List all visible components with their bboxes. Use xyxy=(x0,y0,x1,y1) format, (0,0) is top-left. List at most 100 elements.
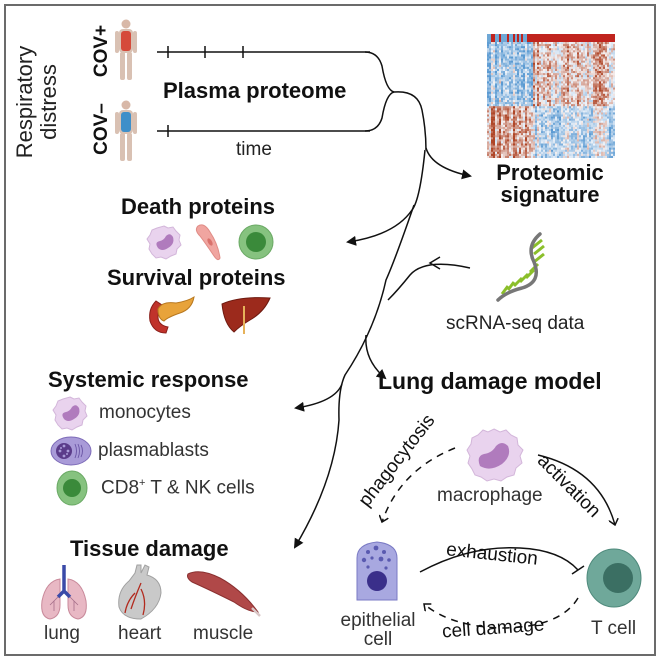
heatmap-annotation-cell xyxy=(573,34,576,42)
heatmap-annotation-cell xyxy=(523,34,526,42)
arrow-to-lung-model xyxy=(365,334,387,380)
proteomic-heatmap xyxy=(487,34,616,159)
heatmap-annotation-cell xyxy=(493,34,496,42)
pancreas-icon xyxy=(149,295,195,334)
cov-negative-label: COV– xyxy=(91,103,112,155)
heatmap-annotation-cell xyxy=(549,34,552,42)
rna-strand-icon xyxy=(496,232,545,302)
macrophage-icon xyxy=(466,428,524,482)
heatmap-annotation-cell xyxy=(489,34,492,42)
heatmap-annotation-cell xyxy=(491,34,494,42)
heatmap-annotation-cell xyxy=(513,34,516,42)
systemic-item-monocytes: monocytes xyxy=(52,395,191,431)
heatmap-annotation-cell xyxy=(557,34,560,42)
tissue-label-lung: lung xyxy=(44,623,80,644)
heatmap-annotation-cell xyxy=(539,34,542,42)
heatmap-annotation-cell xyxy=(595,34,598,42)
heatmap-annotation-cell xyxy=(581,34,584,42)
heatmap-annotation-cell xyxy=(565,34,568,42)
condition-line1: Respiratory xyxy=(12,45,37,159)
heatmap-annotation-cell xyxy=(571,34,574,42)
systemic-item-label: monocytes xyxy=(99,402,191,423)
arrow-to-death-proteins xyxy=(346,209,413,246)
heatmap-annotation-cell xyxy=(555,34,558,42)
heatmap-annotation-cell xyxy=(589,34,592,42)
lung-icon xyxy=(41,565,87,620)
tissue-label-muscle: muscle xyxy=(193,623,254,644)
heatmap-annotation-cell xyxy=(509,34,512,42)
heart-icon xyxy=(118,564,162,620)
human-cov-negative-icon xyxy=(115,100,137,161)
macrophage-label: macrophage xyxy=(437,485,543,506)
plasmablast-icon xyxy=(50,436,92,466)
fibroblast-icon xyxy=(195,224,221,261)
edge-cell-damage xyxy=(424,597,579,629)
edge-phagocytosis xyxy=(382,447,456,522)
heatmap-annotation-cell xyxy=(505,34,508,42)
heatmap-annotation-cell xyxy=(591,34,594,42)
heatmap-annotation-cell xyxy=(547,34,550,42)
heatmap-annotation-cell xyxy=(613,34,616,42)
heatmap-annotation-cell xyxy=(529,34,532,42)
signature-title: Proteomic signature xyxy=(488,162,612,206)
cd8-rest-text: T & NK cells xyxy=(145,477,255,499)
heatmap-annotation-cell xyxy=(605,34,608,42)
t-cell-label: T cell xyxy=(591,618,637,639)
heatmap-annotation-cell xyxy=(525,34,528,42)
monocyte-icon xyxy=(52,396,88,431)
monocyte-icon xyxy=(146,225,182,260)
t-cell-icon xyxy=(586,548,642,608)
heatmap-annotation-cell xyxy=(597,34,600,42)
heatmap-annotation-cell xyxy=(535,34,538,42)
heatmap-annotation-cell xyxy=(531,34,534,42)
heatmap-annotation-cell xyxy=(569,34,572,42)
heatmap-annotation-cell xyxy=(507,34,510,42)
heatmap-annotation-cell xyxy=(607,34,610,42)
heatmap-annotation-cell xyxy=(585,34,588,42)
timeline-label: time xyxy=(236,139,272,160)
condition-line2: distress xyxy=(36,64,61,140)
heatmap-annotation-cell xyxy=(499,34,502,42)
lymphocyte-icon xyxy=(56,470,88,506)
epithelial-cell-icon xyxy=(356,541,398,601)
epithelial-label-line1: epithelial xyxy=(340,610,416,631)
tissue-label-heart: heart xyxy=(118,623,162,644)
human-cov-positive-icon xyxy=(115,19,137,80)
heatmap-annotation-cell xyxy=(517,34,520,42)
heatmap-annotation-cell xyxy=(593,34,596,42)
condition-label: Respiratory distress xyxy=(12,37,73,167)
signature-title-line1: Proteomic xyxy=(496,160,604,185)
heatmap-annotation-cell xyxy=(599,34,602,42)
heatmap-annotation-cell xyxy=(501,34,504,42)
heatmap-annotation-cell xyxy=(609,34,612,42)
heatmap-annotation-cell xyxy=(601,34,604,42)
arrow-to-systemic-response xyxy=(294,383,343,412)
heatmap-annotation-cell xyxy=(611,34,614,42)
signature-title-line2: signature xyxy=(500,182,600,207)
cd8-superscript: + xyxy=(139,476,146,489)
tissue-damage-title: Tissue damage xyxy=(70,536,229,561)
heatmap-annotation-cell xyxy=(575,34,578,42)
heatmap-annotation-cell xyxy=(553,34,556,42)
systemic-item-plasmablasts: plasmablasts xyxy=(50,434,209,468)
epithelial-label-line2: cell xyxy=(363,629,393,650)
heatmap-annotation-cell xyxy=(583,34,586,42)
arrow-to-tissue-damage xyxy=(293,204,415,549)
heatmap-annotation-cell xyxy=(487,34,490,42)
heatmap-graphic xyxy=(487,34,616,159)
heatmap-annotation-cell xyxy=(537,34,540,42)
arrow-from-scrna xyxy=(387,263,471,301)
systemic-item-label: CD8+ T & NK cells xyxy=(101,477,255,499)
heatmap-annotation-cell xyxy=(563,34,566,42)
heatmap-annotation-cell xyxy=(579,34,582,42)
heatmap-annotation-cell xyxy=(561,34,564,42)
lymphocyte-icon xyxy=(238,224,274,260)
heatmap-annotation-cell xyxy=(545,34,548,42)
death-proteins-title: Death proteins xyxy=(121,194,276,219)
survival-proteins-title: Survival proteins xyxy=(107,265,286,290)
systemic-response-title: Systemic response xyxy=(48,367,249,392)
heatmap-annotation-cell xyxy=(587,34,590,42)
heatmap-annotation-cell xyxy=(497,34,500,42)
epithelial-label: epithelial cell xyxy=(333,611,423,649)
